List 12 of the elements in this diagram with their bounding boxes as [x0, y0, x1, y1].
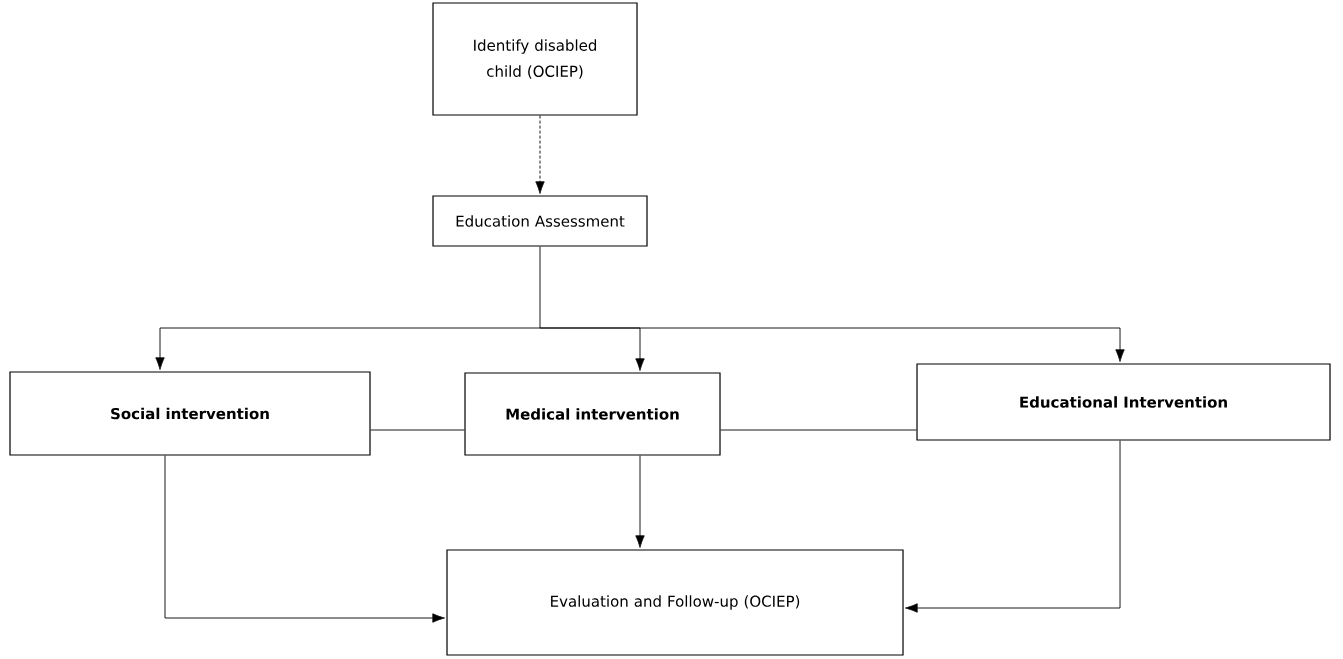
process-box: Medical intervention [464, 372, 721, 456]
process-box: Education Assessment [432, 195, 648, 247]
arrow [635, 455, 645, 548]
arrow [155, 327, 541, 370]
process-box: Social intervention [9, 371, 371, 456]
process-box: Identify disabled child (OCIEP) [432, 2, 638, 116]
process-box: Evaluation and Follow-up (OCIEP) [446, 549, 904, 656]
arrow [905, 440, 1121, 613]
arrow [164, 455, 445, 623]
arrow [535, 115, 545, 194]
process-box: Educational Intervention [916, 363, 1331, 441]
arrow [539, 327, 1125, 362]
